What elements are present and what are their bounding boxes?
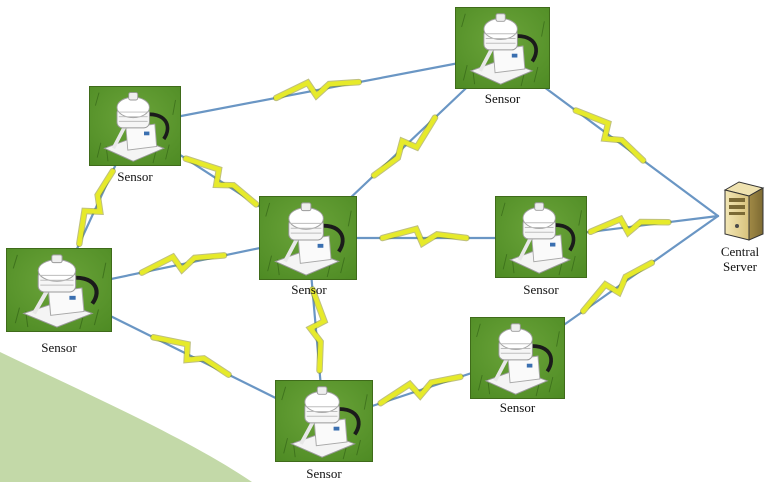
sensor-node-1: Sensor xyxy=(89,86,181,186)
sensor-photo-icon xyxy=(6,248,112,332)
sensor-label: Sensor xyxy=(523,282,559,297)
sensor-node-5: Sensor xyxy=(495,196,587,300)
sensor-label: Sensor xyxy=(41,340,77,355)
sensor-label: Sensor xyxy=(484,91,521,106)
sensor-node-6: Sensor xyxy=(275,380,373,482)
sensor-node-4: Sensor xyxy=(259,196,359,300)
sensor-photo-icon xyxy=(275,380,373,462)
server-label-line1: Central xyxy=(720,244,760,259)
wireless-link xyxy=(132,53,503,127)
sensor-photo-icon xyxy=(89,86,181,166)
sensor-photo-icon xyxy=(495,196,587,278)
sensor-label: Sensor xyxy=(306,466,342,481)
sensor-photo-icon xyxy=(470,317,565,399)
server-tower-icon xyxy=(723,181,765,241)
sensor-photo-icon xyxy=(455,7,550,89)
sensor-label: Sensor xyxy=(117,169,153,184)
sensor-node-2: Sensor xyxy=(455,7,550,107)
sensor-node-7: Sensor xyxy=(470,317,565,419)
sensor-photo-icon xyxy=(259,196,357,280)
sensor-label: Sensor xyxy=(291,282,327,297)
sensor-node-3: Sensor xyxy=(6,248,112,358)
server-label-line2: Server xyxy=(723,259,757,274)
central-server-node: Central Server xyxy=(705,180,771,280)
sensor-label: Sensor xyxy=(499,400,536,415)
